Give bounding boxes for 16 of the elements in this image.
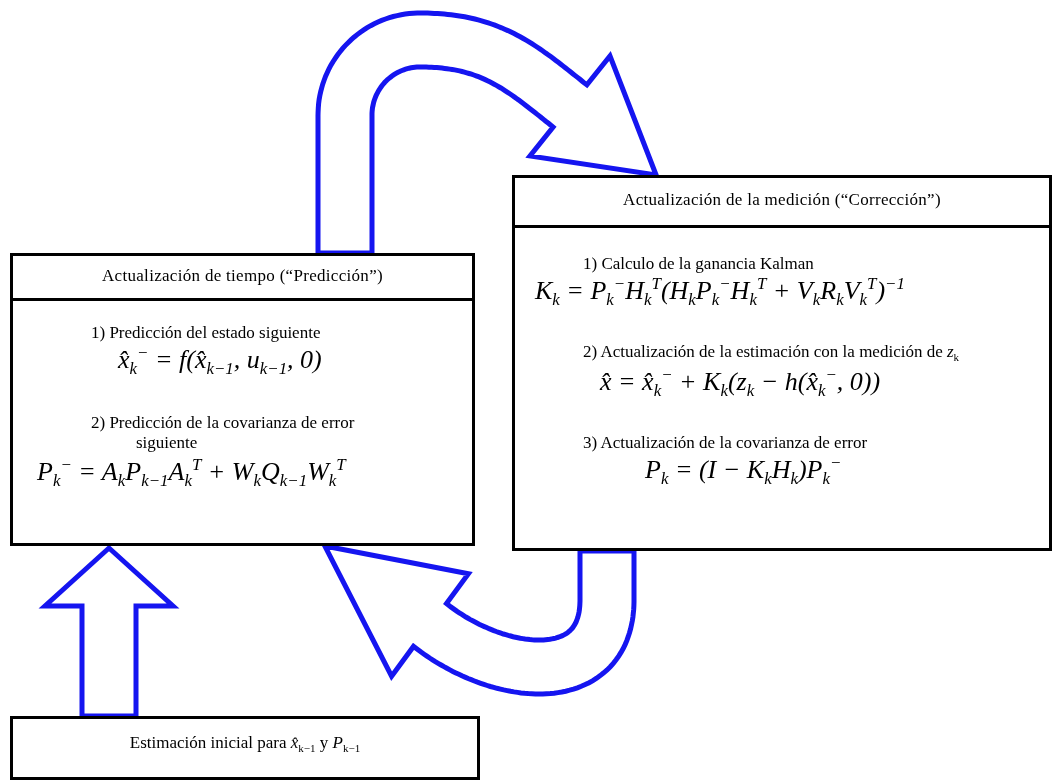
step-text: 1) Calculo de la ganancia Kalman [582,254,815,274]
step-text: 2) Predicción de la covarianza de error siguiente [90,412,356,453]
process-box [512,175,1052,551]
formula: x̂ = x̂$_{k}$$^{−}$ + K$_{k}$(z$_{k}$ − h(x̂$_{k}$$^{−}$, 0)) [598,365,882,402]
step-text: 3) Actualización de la covarianza de error [582,433,869,454]
process-box [10,716,480,780]
step-text: 2) Actualización de la estimación con la medición de z$_{k}$ [582,341,961,364]
section-heading: Actualización de tiempo (“Predicción”) [13,256,472,301]
block-arrow [315,10,660,256]
process-box [10,253,475,546]
block-arrow [38,544,180,719]
section-heading: Actualización de la medición (“Corrección”) [515,178,1049,228]
formula: x̂$_{k}$$^{−}$ = f(x̂$_{k−1}$, u$_{k−1}$, 0) [116,343,323,379]
step-text: 1) Predicción del estado siguiente [90,323,322,343]
box-text: Estimación inicial para x̂$_{k−1}$ y P$_{k−1}$ [128,732,362,755]
formula: K$_{k}$ = P$_{k}$$^{−}$H$_{k}$$^{T}$(H$_{k}$P$_{k}$$^{−}$H$_{k}$$^{T}$ + V$_{k}$R$_{k}$V$_{k}$$^{T}$)$^{−1}$ [533,274,906,310]
